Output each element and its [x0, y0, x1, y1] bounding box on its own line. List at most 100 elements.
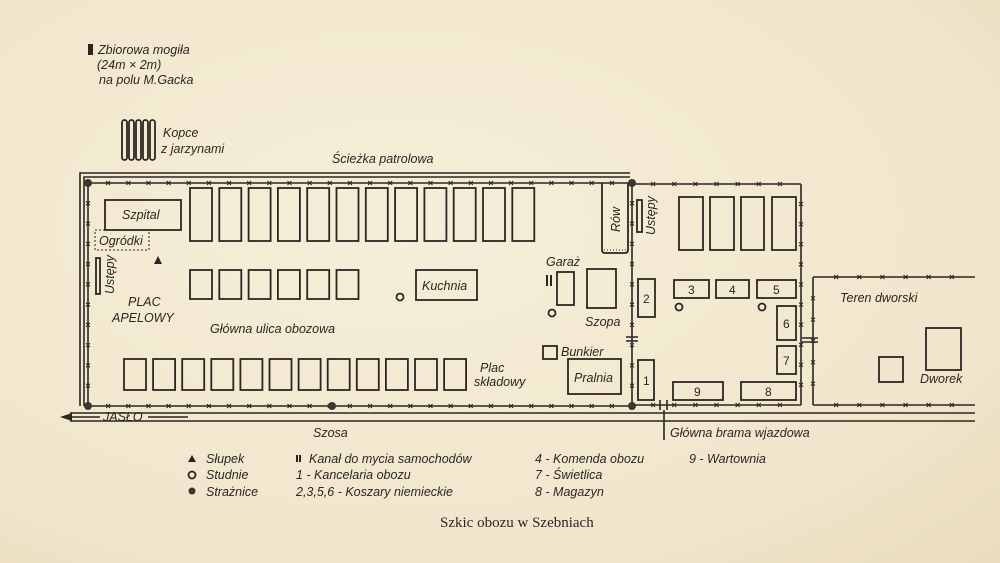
barracks	[306, 187, 331, 242]
roll-call-label-1: PLAC	[128, 295, 162, 309]
barbed-wire-mark	[307, 180, 312, 186]
barbed-wire-mark	[125, 180, 131, 186]
barbed-wire-mark	[327, 180, 333, 186]
barracks	[335, 187, 360, 242]
barbed-wire-mark	[629, 200, 635, 206]
barbed-wire-mark	[569, 180, 574, 186]
latrines-left	[95, 257, 101, 295]
barbed-wire-mark	[777, 181, 783, 187]
ditch-label: Rów	[609, 206, 623, 232]
barracks	[414, 358, 438, 391]
barbed-wire-mark	[714, 402, 719, 408]
barracks	[218, 187, 243, 242]
barbed-wire-mark	[85, 363, 91, 368]
barbed-wire-mark	[903, 274, 908, 280]
building-2	[637, 278, 656, 318]
barbed-wire-mark	[266, 180, 272, 186]
patrol-path-label: Ścieżka patrolowa	[332, 151, 433, 166]
barbed-wire-mark	[105, 403, 111, 409]
barbed-wire-mark	[629, 261, 635, 267]
building-7	[776, 345, 797, 375]
barbed-wire-mark	[798, 201, 804, 207]
barracks	[482, 187, 506, 242]
barracks	[394, 187, 419, 242]
guard-tower-icon	[84, 179, 92, 187]
barbed-wire-mark	[387, 180, 393, 186]
legend-guardhouse: 9 - Wartownia	[689, 452, 766, 466]
barracks-top-row	[189, 187, 536, 242]
barbed-wire-mark	[629, 383, 635, 389]
latrines-left-label: Ustępy	[103, 254, 117, 294]
building-8	[740, 381, 797, 401]
car-wash-channel-icon	[546, 275, 552, 286]
barbed-wire-mark	[347, 180, 353, 186]
barbed-wire-mark	[810, 359, 816, 365]
legend-club: 7 - Świetlica	[535, 467, 602, 482]
barracks	[297, 358, 322, 391]
main-street-label: Główna ulica obozowa	[210, 322, 335, 336]
barbed-wire-mark	[266, 403, 272, 409]
legend-car-wash: Kanał do mycia samochodów	[309, 452, 473, 466]
manor-area-label: Teren dworski	[840, 291, 919, 305]
barracks	[355, 358, 380, 391]
building-6-number: 6	[783, 317, 790, 331]
barbed-wire-mark	[671, 181, 677, 187]
barracks	[276, 187, 301, 242]
barbed-wire-mark	[528, 180, 534, 186]
barracks	[771, 196, 797, 251]
gardens-area	[94, 229, 150, 251]
building-8-number: 8	[765, 385, 772, 399]
building-4-number: 4	[729, 283, 736, 297]
barracks-middle-row	[189, 269, 360, 300]
garage-label: Garaż	[546, 255, 581, 269]
barbed-wire-mark	[756, 181, 762, 187]
kitchen-label: Kuchnia	[422, 279, 467, 293]
barbed-wire-mark	[488, 180, 494, 186]
mounds-label-2: z jarzynami	[160, 142, 225, 156]
barbed-wire-mark	[798, 302, 804, 307]
guard-tower-icon	[328, 402, 336, 410]
barbed-wire-mark	[810, 295, 816, 301]
barbed-wire-mark	[85, 200, 91, 206]
barbed-wire-mark	[949, 274, 955, 280]
post-triangle-icon	[188, 455, 196, 462]
bunker-label: Bunkier	[561, 345, 604, 359]
barracks	[123, 358, 147, 391]
barracks	[306, 269, 331, 300]
barbed-wire-mark	[856, 274, 862, 280]
patrol-path-inner	[83, 176, 630, 406]
barbed-wire-mark	[810, 381, 816, 387]
latrines-right-label: Ustępy	[644, 195, 658, 235]
barbed-wire-mark	[387, 403, 393, 409]
barbed-wire-mark	[85, 322, 91, 328]
barracks	[423, 187, 448, 242]
barbed-wire-mark	[629, 241, 635, 247]
barracks	[247, 187, 272, 242]
barbed-wire-mark	[903, 402, 908, 408]
barracks	[189, 269, 213, 300]
building-1	[637, 359, 655, 401]
building-2-number: 2	[643, 292, 650, 306]
barbed-wire-mark	[798, 382, 804, 388]
barbed-wire-mark	[287, 403, 292, 409]
barbed-wire-mark	[569, 403, 574, 409]
barbed-wire-mark	[629, 322, 635, 328]
grave-size: (24m × 2m)	[97, 58, 161, 72]
barracks	[218, 269, 243, 300]
post-triangle-icon	[154, 256, 162, 264]
barbed-wire-mark	[528, 403, 534, 409]
mass-grave-icon	[88, 44, 93, 55]
building-9-number: 9	[694, 385, 701, 399]
barracks	[678, 196, 704, 251]
laundry-label: Pralnia	[574, 371, 613, 385]
barbed-wire-mark	[408, 403, 413, 409]
legend-command: 4 - Komenda obozu	[535, 452, 644, 466]
barbed-wire-mark	[926, 274, 932, 280]
storage-label-2: składowy	[474, 375, 526, 389]
barbed-wire-mark	[85, 302, 91, 307]
building-3-number: 3	[688, 283, 695, 297]
manor-label: Dworek	[920, 372, 963, 386]
barbed-wire-mark	[629, 302, 635, 307]
barbed-wire-mark	[468, 403, 474, 409]
